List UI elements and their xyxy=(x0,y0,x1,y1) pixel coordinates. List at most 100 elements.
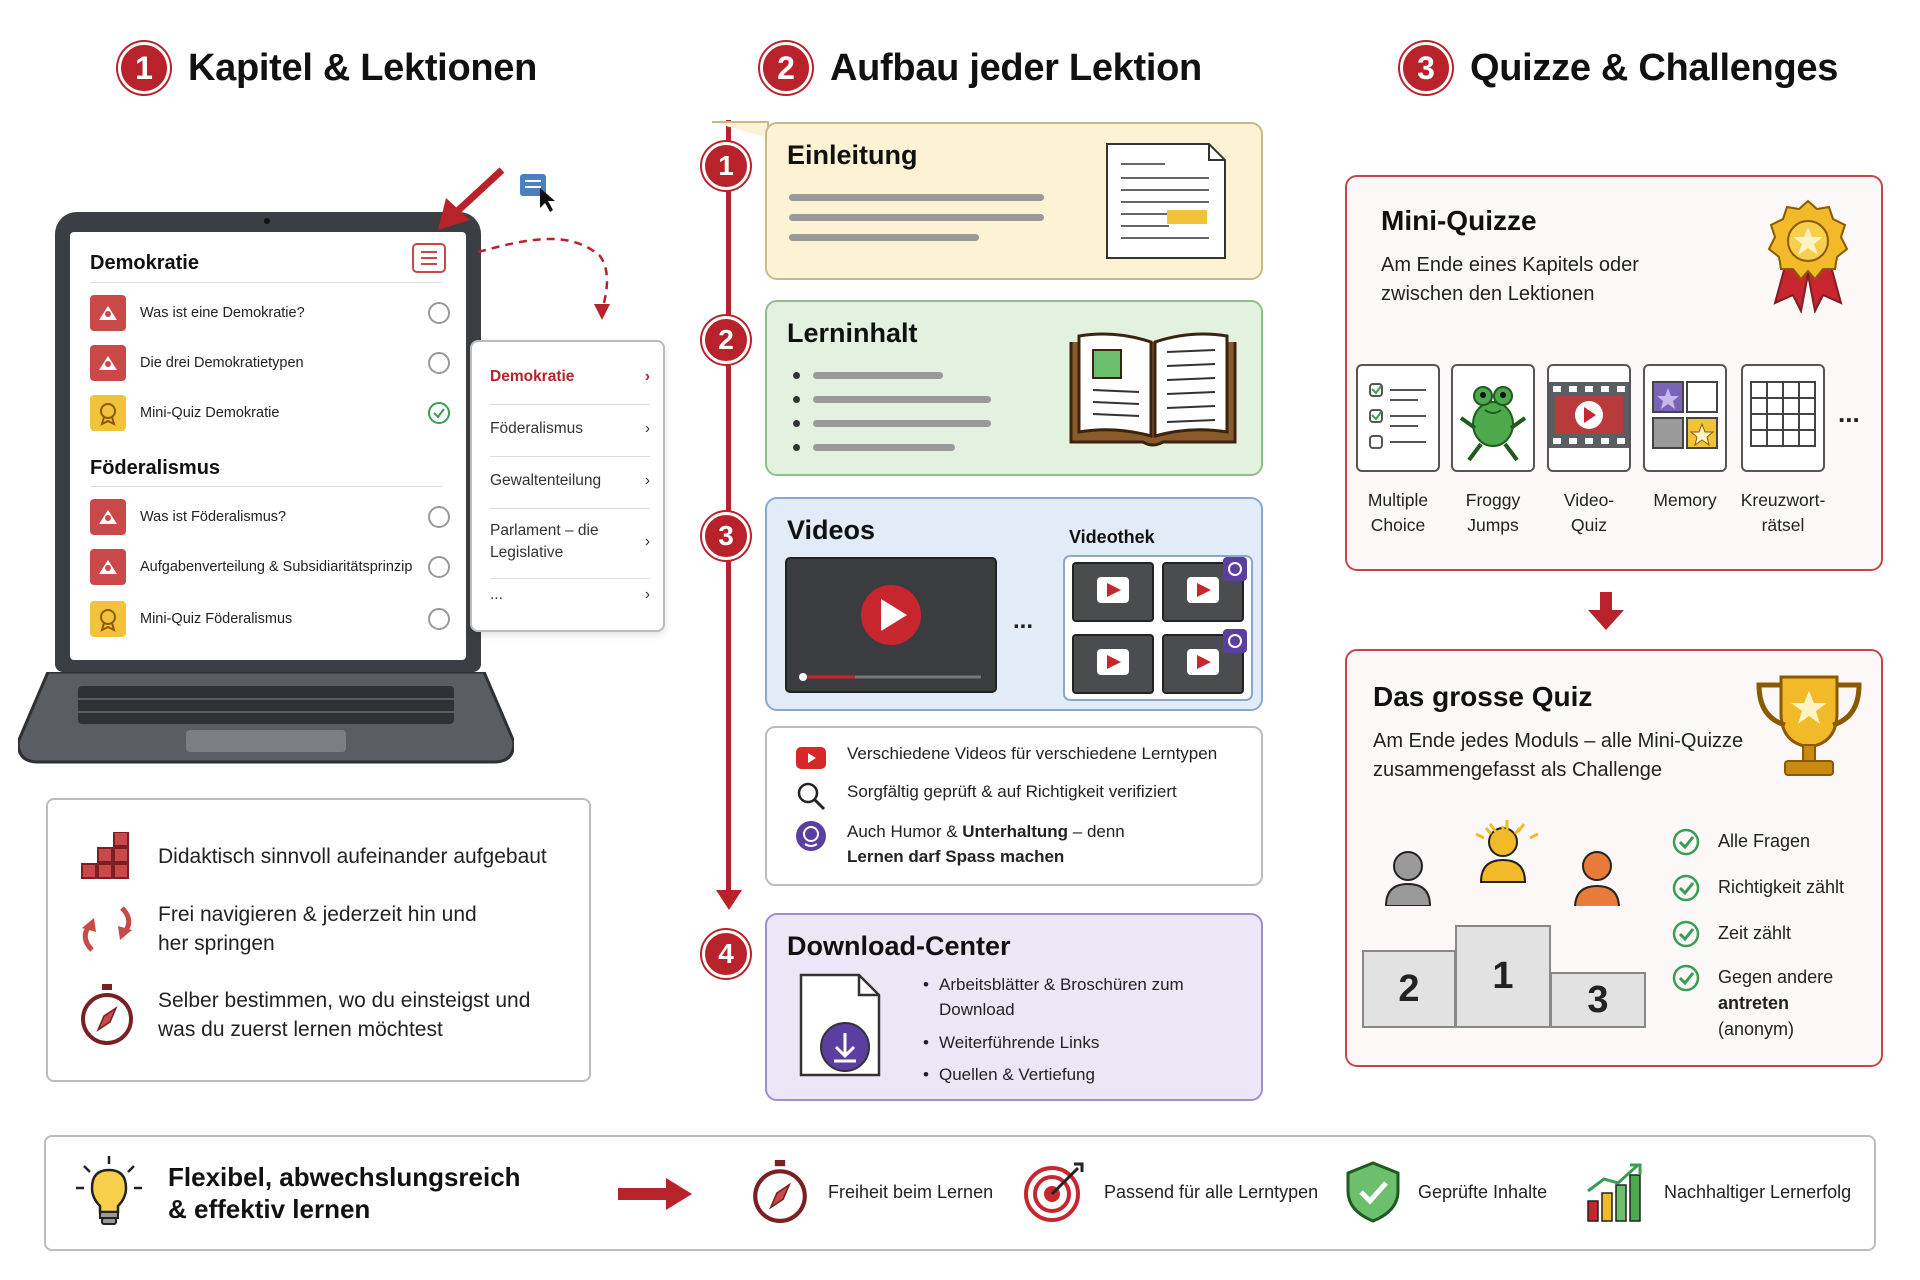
game-label: Memory xyxy=(1653,490,1717,510)
header-number: 3 xyxy=(1400,42,1452,94)
menu-item[interactable]: Demokratie › xyxy=(490,368,650,386)
text-line xyxy=(813,372,943,379)
video-player[interactable] xyxy=(785,557,997,693)
quiz-row[interactable]: Mini-Quiz Demokratie xyxy=(90,393,450,433)
divider xyxy=(490,404,650,405)
criterion: Richtigkeit zählt xyxy=(1672,874,1844,902)
header-kapitel: 1 Kapitel & Lektionen xyxy=(118,38,537,98)
menu-item-label: Föderalismus xyxy=(490,420,584,437)
lesson-label: Die drei Demokratietypen xyxy=(140,354,304,371)
chapter-menu: Demokratie› Föderalismus› Gewaltenteilun… xyxy=(470,340,665,632)
medal-icon xyxy=(90,395,126,431)
trophy-icon xyxy=(1756,675,1862,776)
criterion: Alle Fragen xyxy=(1672,828,1810,856)
menu-item[interactable]: Parlament – die Legislative › xyxy=(490,520,650,563)
video-point-text: Verschiedene Videos für verschiedene Ler… xyxy=(847,744,1218,763)
game-tile-kreuzwortraetsel[interactable] xyxy=(1741,364,1825,472)
pointer-arrow-icon xyxy=(438,167,610,320)
compass-icon xyxy=(753,1160,807,1223)
criterion-bold: antreten xyxy=(1718,993,1790,1014)
videothek-grid[interactable] xyxy=(1063,555,1253,701)
menu-item-label: ... xyxy=(490,586,503,603)
arrows-icon xyxy=(78,900,136,958)
lesson-label: Mini-Quiz Föderalismus xyxy=(140,610,293,627)
divider xyxy=(490,456,650,457)
menu-item-label: Demokratie xyxy=(490,368,575,385)
criterion-text: Gegen andere xyxy=(1718,967,1834,987)
step-card-lerninhalt: Lerninhalt xyxy=(765,300,1263,476)
videothek-label: Videothek xyxy=(1069,527,1155,547)
lesson-label: Aufgabenverteilung & Subsidiaritätsprinz… xyxy=(140,558,413,575)
text-line xyxy=(813,396,991,403)
download-item[interactable]: Weiterführende Links xyxy=(923,1031,1099,1056)
game-tile-froggy-jumps[interactable] xyxy=(1451,364,1535,472)
criterion: Zeit zählt xyxy=(1672,920,1791,948)
header-aufbau: 2 Aufbau jeder Lektion xyxy=(760,38,1202,98)
step-card-videos: Videos Videothek ... xyxy=(765,497,1263,711)
lightbulb-icon xyxy=(76,1156,142,1225)
divider xyxy=(90,486,442,487)
game-label: Multiple Choice xyxy=(1367,490,1429,535)
quiz-row[interactable]: Mini-Quiz Föderalismus xyxy=(90,599,450,639)
sparkle-icon xyxy=(1475,820,1539,840)
menu-item[interactable]: Gewaltenteilung› xyxy=(490,472,650,490)
step-number: 3 xyxy=(702,512,750,560)
footer-benefit: Freiheit beim Lernen xyxy=(750,1160,993,1224)
arrow-right-icon xyxy=(618,1178,692,1210)
ellipsis: ... xyxy=(1013,607,1034,634)
speech-tail-icon xyxy=(712,121,769,138)
document-icon xyxy=(1106,143,1226,259)
book-icon xyxy=(1069,332,1237,447)
check-circle-icon xyxy=(1672,828,1700,856)
chevron-right-icon: › xyxy=(644,532,650,550)
game-label: Froggy Jumps xyxy=(1465,490,1521,535)
footer-benefit-text: Nachhaltiger Lernerfolg xyxy=(1664,1181,1852,1202)
menu-item-label: Gewaltenteilung xyxy=(490,472,602,489)
video-point-bold: Lernen darf Spass machen xyxy=(847,846,1065,866)
menu-item[interactable]: ...› xyxy=(490,586,650,604)
divider xyxy=(90,282,442,283)
video-point: Sorgfältig geprüft & auf Richtigkeit ver… xyxy=(795,780,1177,812)
game-tile-multiple-choice[interactable] xyxy=(1356,364,1440,472)
menu-toggle-icon[interactable] xyxy=(412,243,446,273)
mini-quiz-title: Mini-Quizze xyxy=(1381,205,1537,236)
text-line xyxy=(789,214,1044,221)
feature-row: Didaktisch sinnvoll aufeinander aufgebau… xyxy=(78,828,568,886)
check-done-icon xyxy=(428,402,450,424)
lesson-row[interactable]: Was ist Föderalismus? xyxy=(90,497,450,537)
check-circle-icon xyxy=(1672,920,1700,948)
video-point-text: Sorgfältig geprüft & auf Richtigkeit ver… xyxy=(847,782,1177,801)
lesson-row[interactable]: Was ist eine Demokratie? xyxy=(90,293,450,333)
divider xyxy=(490,578,650,579)
header-number: 2 xyxy=(760,42,812,94)
shield-check-icon xyxy=(1346,1161,1400,1223)
text-line xyxy=(789,194,1044,201)
text-line xyxy=(813,420,991,427)
criterion-text: (anonym) xyxy=(1718,1019,1795,1040)
blocks-icon xyxy=(78,828,136,886)
menu-item-label: Parlament – die Legislative xyxy=(490,522,599,561)
game-label: Video-Quiz xyxy=(1563,490,1615,535)
download-item[interactable]: Quellen & Vertiefung xyxy=(923,1063,1095,1088)
lesson-label: Was ist eine Demokratie? xyxy=(140,304,305,321)
feature-text: Selber bestimmen, wo du einsteigst und w… xyxy=(158,989,531,1042)
game-tile-memory[interactable] xyxy=(1643,364,1727,472)
header-title: Quizze & Challenges xyxy=(1470,46,1839,89)
step-title: Lerninhalt xyxy=(787,318,918,348)
criterion-text: Zeit zählt xyxy=(1718,923,1792,943)
feature-row: Frei navigieren & jederzeit hin und her … xyxy=(78,900,488,959)
down-arrow-icon xyxy=(1588,592,1624,630)
lesson-row[interactable]: Aufgabenverteilung & Subsidiaritätsprinz… xyxy=(90,547,450,587)
features-box: Didaktisch sinnvoll aufeinander aufgebau… xyxy=(46,798,591,1082)
download-file-icon[interactable] xyxy=(799,973,881,1077)
checklist-icon xyxy=(1369,383,1426,449)
menu-item[interactable]: Föderalismus› xyxy=(490,420,650,438)
check-circle-icon xyxy=(428,352,450,374)
step-number: 4 xyxy=(702,930,750,978)
bullet xyxy=(793,420,800,427)
download-item[interactable]: Arbeitsblätter & Broschüren zum Download xyxy=(923,973,1199,1022)
game-tile-video-quiz[interactable] xyxy=(1547,364,1631,472)
chevron-right-icon: › xyxy=(644,368,650,385)
footer-benefit: Geprüfte Inhalte xyxy=(1346,1160,1547,1224)
lesson-row[interactable]: Die drei Demokratietypen xyxy=(90,343,450,383)
